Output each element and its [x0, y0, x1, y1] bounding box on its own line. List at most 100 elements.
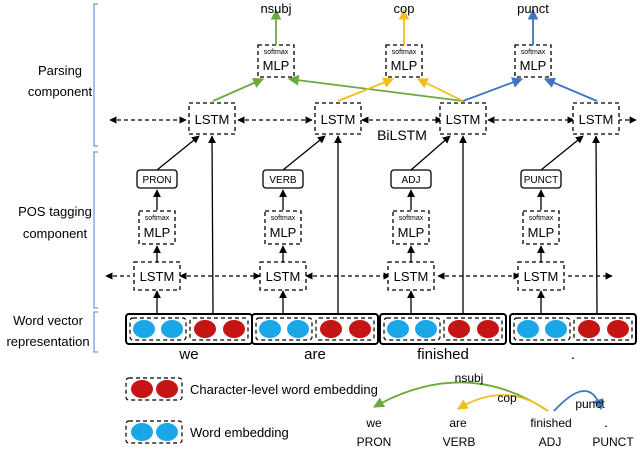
char-emb-dot: [349, 320, 371, 338]
embedding-box: [379, 313, 507, 345]
green-arrow-1: [212, 77, 264, 102]
parse-mlp-label: MLP: [263, 58, 290, 73]
pos-mlp-label: MLP: [528, 225, 555, 240]
legend: Character-level word embedding Word embe…: [125, 377, 378, 444]
word-emb-dot: [545, 320, 567, 338]
word-label: we: [178, 346, 198, 363]
column-arrows: [407, 135, 467, 314]
bilstm-box: [572, 102, 620, 135]
char-emb-box: [315, 317, 375, 341]
pos-lstm-box: [133, 261, 181, 291]
arrow-tag-to-bilstm: [540, 135, 584, 171]
parse-softmax-label: softmax: [264, 49, 289, 56]
word-label: finished: [417, 346, 469, 363]
pos-label-1: POS tagging: [18, 204, 92, 219]
pos-lstm-box: [517, 261, 565, 291]
relation-cop: cop: [394, 1, 415, 16]
dependency-tree: nsubj cop punct we are finished . PRON V…: [357, 371, 635, 449]
legend-char-dot-1: [131, 380, 153, 398]
parsing-label-1: Parsing: [38, 63, 82, 78]
pos-label-2: component: [23, 226, 88, 241]
word-label: .: [571, 346, 575, 363]
component-labels: Parsing component POS tagging component …: [6, 3, 98, 353]
bilstm-box-label: LSTM: [321, 112, 356, 127]
column-arrows: [537, 135, 600, 314]
char-emb-box: [189, 317, 249, 341]
pos-bracket: [93, 151, 98, 309]
char-emb-dot: [477, 320, 499, 338]
token-columns: LSTMsoftmaxMLPPRONLSTMweLSTMsoftmaxMLPVE…: [125, 44, 637, 363]
legend-word-label: Word embedding: [190, 425, 289, 440]
word-emb-dot: [259, 320, 281, 338]
pos-mlp-label: MLP: [398, 225, 425, 240]
tree-tag-pron: PRON: [357, 435, 392, 449]
bilstm-box-label: LSTM: [446, 112, 481, 127]
parsing-label-2: component: [28, 84, 93, 99]
legend-word-dot-2: [156, 423, 178, 441]
yellow-arrow-2: [417, 78, 464, 102]
pos-mlp-label: MLP: [144, 225, 171, 240]
bilstm-box: [314, 102, 362, 135]
pos-tag-box: [136, 169, 178, 189]
bilstm-box-label: LSTM: [579, 112, 614, 127]
parse-arrows: [212, 8, 598, 102]
pos-tag-label: ADJ: [402, 175, 421, 186]
pos-tag-box: [262, 169, 304, 189]
tree-word-finished: finished: [530, 416, 571, 430]
pos-lstm-label: LSTM: [524, 269, 559, 284]
legend-char-label: Character-level word embedding: [190, 382, 378, 397]
arrow-emb-to-bilstm: [592, 135, 600, 314]
wordvec-bracket: [93, 311, 98, 353]
pos-lstm-box: [387, 261, 435, 291]
tree-word-period: .: [604, 414, 608, 430]
pos-tag-label: PRON: [143, 175, 172, 186]
parse-softmax-label: softmax: [392, 49, 417, 56]
tree-word-we: we: [365, 416, 382, 430]
tree-arc-label-nsubj: nsubj: [455, 371, 484, 385]
char-emb-dot: [607, 320, 629, 338]
char-emb-dot: [320, 320, 342, 338]
pos-lstm-label: LSTM: [394, 269, 429, 284]
arrow-tag-to-bilstm: [156, 135, 200, 171]
pos-softmax-label: softmax: [529, 215, 554, 222]
pos-mlp-box: [392, 210, 430, 245]
embedding-box: [251, 313, 379, 345]
parse-mlp-box: [514, 44, 552, 78]
parse-mlp-label: MLP: [520, 58, 547, 73]
parse-softmax-label: softmax: [521, 49, 546, 56]
arrow-tag-to-bilstm: [282, 135, 326, 171]
relation-punct: punct: [517, 1, 549, 16]
blue-arrow-2: [544, 77, 598, 102]
pos-softmax-label: softmax: [399, 215, 424, 222]
tree-tag-adj: ADJ: [539, 435, 562, 449]
pos-tag-box: [390, 169, 432, 189]
tree-arc-cop: [457, 394, 549, 412]
parsing-bracket: [93, 3, 98, 147]
yellow-arrow-1: [337, 77, 395, 102]
pos-tag-label: VERB: [269, 175, 297, 186]
column-arrows: [153, 135, 216, 314]
char-emb-dot: [223, 320, 245, 338]
bilstm-box: [188, 102, 236, 135]
word-emb-box: [383, 317, 441, 341]
tree-tag-verb: VERB: [443, 435, 476, 449]
legend-char-box: [125, 377, 183, 401]
parse-mlp-box: [385, 44, 423, 78]
word-emb-dot: [287, 320, 309, 338]
word-label: are: [304, 346, 326, 363]
bilstm-box-label: LSTM: [195, 112, 230, 127]
word-emb-dot: [517, 320, 539, 338]
word-emb-dot: [161, 320, 183, 338]
wordvec-label-1: Word vector: [13, 313, 84, 328]
pos-mlp-box: [522, 210, 560, 245]
wordvec-label-2: representation: [6, 334, 89, 349]
bilstm-box: [439, 102, 487, 135]
